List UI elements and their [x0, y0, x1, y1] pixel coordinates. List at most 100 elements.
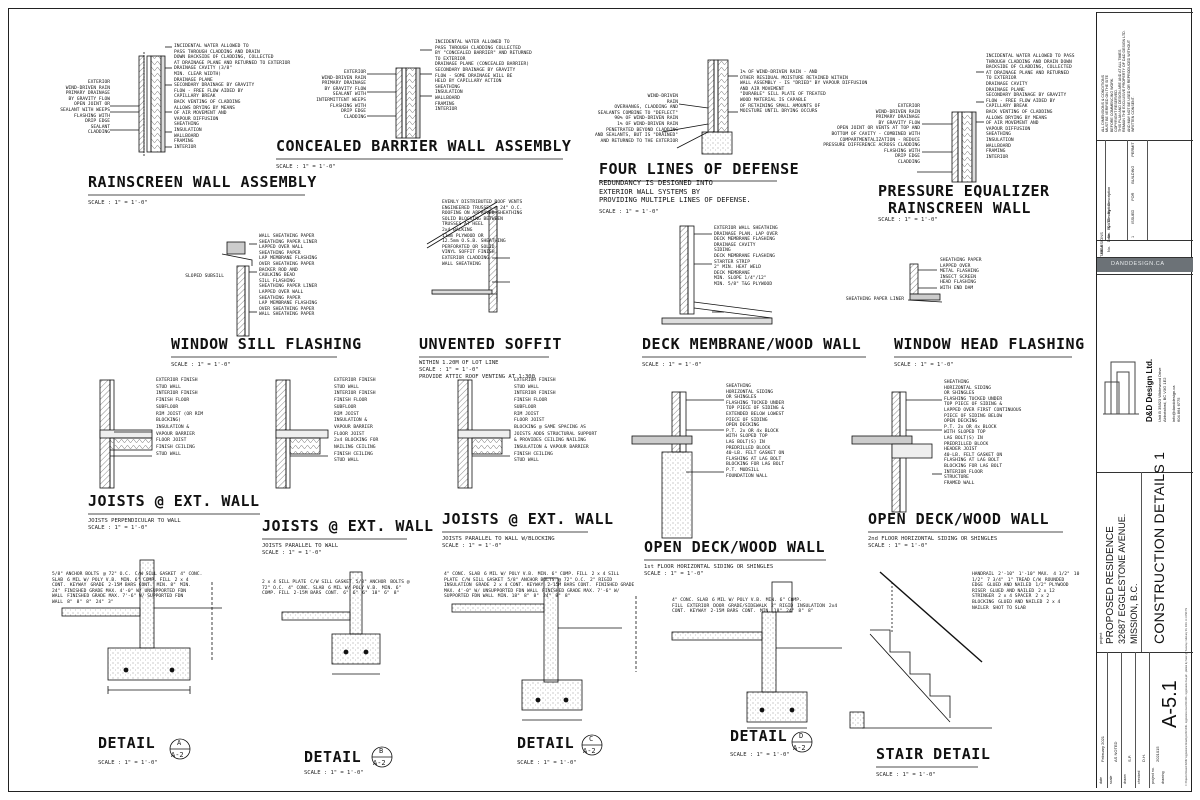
note-line: 18" [371, 591, 381, 597]
note-line: PASS THROUGH CLADDING COLLECTED [435, 45, 521, 51]
note-line: BLOCKING @ SAME SPACING AS [514, 424, 586, 430]
note-line: STUD WALL [334, 458, 359, 464]
note-line: 8" [76, 599, 83, 605]
note-line: 2 x 4 CONT. [52, 577, 189, 589]
note-line: 2nd FLOOR HORIZONTAL SIDING OR SHINGLES [868, 536, 998, 542]
note-line: MIN. 18" [497, 594, 520, 600]
note-line: SIDING [714, 248, 731, 254]
note-line: EXTERIOR CLADDING [442, 255, 490, 261]
note-line: INCIDENTAL WATER ALLOWED TO PASS [986, 54, 1075, 59]
note-line: SHEATHING PAPER [259, 295, 301, 301]
detail-b-foundation [281, 571, 381, 675]
detail-d-foundation [671, 581, 842, 729]
joists-blk-section [457, 379, 511, 489]
note-line: MIN. 6" COMP. FILL [262, 585, 402, 597]
note-line: 8" [807, 609, 814, 615]
note-line: DRAINAGE CAVITY [986, 81, 1028, 87]
note-line: DRAINAGE PLANE [174, 77, 213, 83]
joists-blk-title: JOISTS @ EXT. WALL [442, 510, 614, 528]
note-line: JOISTS PARALLEL TO WALL W/BLOCKING [442, 536, 555, 542]
note-line: SHEATHING PAPER LINER [259, 284, 318, 290]
note-line: GLUED AND NAILED [998, 599, 1043, 605]
note-line: SECONDARY DRAINAGE BY GRAVITY [986, 93, 1067, 99]
window-head-title: WINDOW HEAD FLASHING [894, 335, 1085, 353]
note-line: EXTERIOR [897, 104, 920, 109]
note-line: WOOD MATERIAL IS CAPABLE [740, 97, 807, 103]
note-line: FLASHING AT LAG BOLT [944, 458, 1000, 464]
note-line: GRADE/SIDEWALK [728, 603, 768, 609]
note-line: INSULATION [174, 127, 202, 133]
note-line: 90% OF WIND-DRIVEN RAIN [614, 116, 678, 122]
note-line: STUD WALL [156, 451, 181, 457]
note-line: 7 3/4" [987, 577, 1004, 583]
note-line: P.T. 2x OR 4x BLOCK [944, 424, 997, 430]
note-line: STARTER STRIP [714, 259, 750, 265]
note-line: C/W SILL GASKET [134, 572, 177, 577]
note-line: DRIP EDGE [85, 119, 110, 125]
rainscreen-wall-section [110, 46, 172, 157]
note-line: SEALANT WITH [332, 92, 366, 98]
note-line: THROUGH CLADDING AND DRAIN DOWN [986, 59, 1072, 65]
note-line: CONT. [742, 609, 756, 615]
note-line: METAL FLASHING [940, 269, 979, 275]
window-sill-scale: SCALE : 1" = 1'-0" [171, 362, 231, 368]
note-line: DRAINAGE CAVITY (3/8" [174, 66, 233, 72]
note-line: INCIDENTAL WATER ALLOWED TO [174, 44, 249, 49]
note-line: Abbotsford, BC V3G 1E2 [1162, 377, 1167, 422]
note-line: PROVIDE ATTIC ROOF VENTING AT 1:300 [419, 374, 535, 380]
note-line: 6" [343, 591, 349, 597]
note-line: NAILING CEILING [334, 445, 376, 451]
note-line: HORIZONTAL SIDING [944, 385, 992, 391]
note-line: SILL FLASHING [259, 278, 295, 284]
detail-c-sheet: A-2 [583, 747, 596, 755]
note-line: OPEN DECKING [944, 419, 978, 425]
open-deck-1-title: OPEN DECK/WOOD WALL [644, 538, 826, 556]
note-line: AND RETURNED TO THE EXTERIOR [600, 138, 678, 144]
note-line: PENETRATED BEYOND CLADDING [606, 127, 678, 133]
note-line: 40-LB. FELT GASKET ON [944, 452, 1003, 458]
note-line: MIN. 18" [759, 609, 783, 615]
note-line: SCALE : 1" = 1'-0" [868, 543, 928, 549]
note-line: BY GRAVITY FLOW [68, 96, 111, 102]
revision-headers: No.DateByDescription [1107, 199, 1111, 252]
info-scale-value: AS NOTED [1113, 741, 1118, 762]
detail-a-scale: SCALE : 1" = 1'-0" [98, 760, 158, 766]
note-line: 2-15M BARS CONT. [547, 583, 592, 589]
window-head-scale: SCALE : 1" = 1'-0" [894, 362, 954, 368]
note-line: FLASHING TUCKED UNDER [944, 396, 1003, 402]
note-line: 1'-10" MAX. [1018, 572, 1050, 577]
note-line: 1" TREAD C/W [1007, 577, 1041, 583]
note-line: SHEATHING PAPER LINER [259, 239, 318, 245]
note-line: MIN. 6" COMP. FILL [120, 577, 171, 583]
website-band [1097, 258, 1193, 272]
detail-d-scale: SCALE : 1" = 1'-0" [730, 752, 790, 758]
project-name: PROPOSED RESIDENCE [1105, 526, 1116, 644]
note-line: "DURABLE" SILL PLATE OF TREATED [740, 92, 826, 98]
note-line: JOISTS PERPENDICULAR TO WALL [88, 518, 181, 524]
note-line: AT DRAINAGE PLANE AND RETURNED [986, 70, 1069, 76]
note-line: P.T. MUDSILL [726, 467, 760, 473]
detail-d-label: DETAIL [730, 727, 788, 745]
window-sill-title: WINDOW SILL FLASHING [171, 335, 362, 353]
note-line: LAG BOLT(S) IN [944, 435, 983, 441]
note-line: SHEATHING [726, 384, 751, 389]
note-line: 4" CONC. SLAB [52, 572, 203, 583]
note-line: TOP PIECE OF SIDING & [726, 406, 785, 412]
note-line: 11mm PLYWOOD OR [442, 233, 484, 239]
note-line: FINISH CEILING [156, 445, 195, 451]
note-line: PERFORATED OR SOLID [442, 244, 495, 250]
note-line: CLADDING [343, 114, 366, 120]
detail-a-label: DETAIL [98, 734, 156, 752]
company-name: D&D Design Ltd. [1145, 358, 1154, 422]
note-line: EVENLY DISTRIBUTED ROOF VENTS [442, 200, 523, 205]
note-line: @ 72" O.C. [103, 572, 131, 577]
note-line: HELD BY CAPILLARY ACTION [435, 79, 502, 85]
note-line: MOISTURE UNTIL DRYING OCCURS [740, 109, 818, 115]
